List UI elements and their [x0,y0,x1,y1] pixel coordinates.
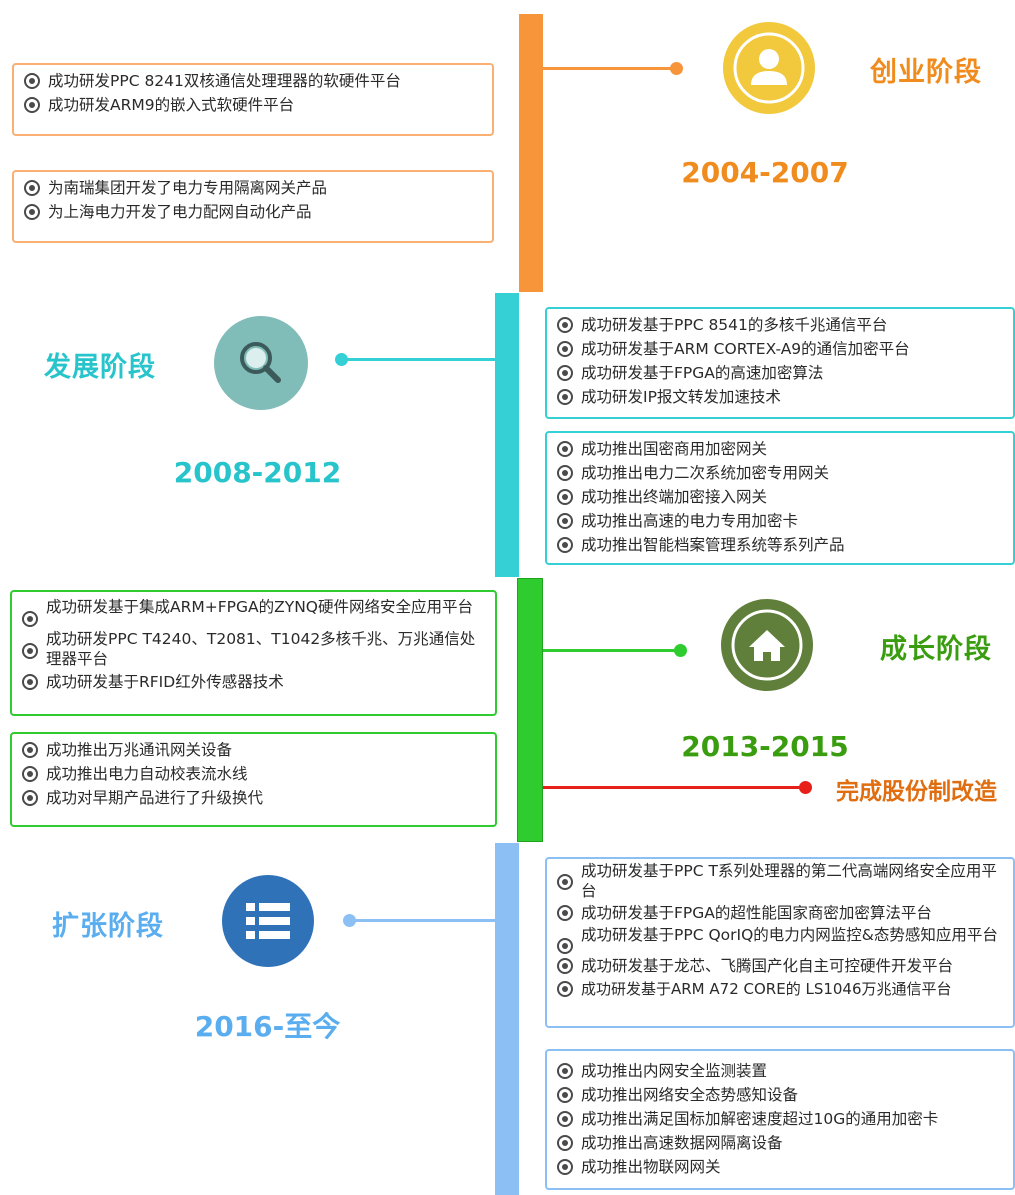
bullet-icon [557,341,573,357]
timeline-bar-2016-now [495,843,519,1195]
s1-product-box: 为南瑞集团开发了电力专用隔离网关产品 为上海电力开发了电力配网自动化产品 [12,170,494,243]
milestone-label: 完成股份制改造 [836,779,997,805]
list-icon [222,875,314,967]
bullet-icon [557,874,573,890]
list-item: 成功推出高速数据网隔离设备 [557,1132,1005,1154]
list-item: 成功研发PPC 8241双核通信处理理器的软硬件平台 [24,70,484,92]
s4-research-box: 成功研发基于PPC T系列处理器的第二代高端网络安全应用平台 成功研发基于FPG… [545,857,1015,1028]
timeline-bar-2013-2015 [517,578,543,842]
connector-line [350,919,495,922]
bullet-icon [557,981,573,997]
list-item: 成功研发基于集成ARM+FPGA的ZYNQ硬件网络安全应用平台 [22,597,487,627]
bullet-icon [557,958,573,974]
bullet-icon [557,441,573,457]
bullet-icon [22,611,38,627]
list-item: 成功研发基于龙芯、飞腾国产化自主可控硬件开发平台 [557,955,1005,977]
connector-line [342,358,495,361]
list-item: 成功推出物联网网关 [557,1156,1005,1178]
list-item: 成功推出终端加密接入网关 [557,486,1005,508]
list-item: 成功推出满足国标加解密速度超过10G的通用加密卡 [557,1108,1005,1130]
connector-dot [674,644,687,657]
list-item: 成功研发基于FPGA的超性能国家商密加密算法平台 [557,902,1005,924]
search-icon [214,316,308,410]
stage-title: 创业阶段 [870,57,982,88]
connector-dot [343,914,356,927]
stage-years: 2016-至今 [194,1010,341,1043]
bullet-icon [22,790,38,806]
bullet-icon [557,489,573,505]
list-item: 成功研发ARM9的嵌入式软硬件平台 [24,94,484,116]
list-item: 成功对早期产品进行了升级换代 [22,787,487,809]
bullet-icon [22,766,38,782]
bullet-icon [557,465,573,481]
connector-dot [670,62,683,75]
stage-years: 2013-2015 [681,730,849,763]
list-item: 成功研发IP报文转发加速技术 [557,386,1005,408]
bullet-icon [557,1063,573,1079]
list-item: 成功研发基于ARM A72 CORE的 LS1046万兆通信平台 [557,978,1005,1000]
list-item: 成功推出电力二次系统加密专用网关 [557,462,1005,484]
s2-research-box: 成功研发基于PPC 8541的多核千兆通信平台 成功研发基于ARM CORTEX… [545,307,1015,419]
bullet-icon [24,97,40,113]
list-item: 成功推出网络安全态势感知设备 [557,1084,1005,1106]
bullet-icon [557,513,573,529]
bullet-icon [557,1087,573,1103]
list-item: 成功研发基于FPGA的高速加密算法 [557,362,1005,384]
timeline-bar-2004-2007 [519,14,543,292]
bullet-icon [22,674,38,690]
list-item: 成功推出电力自动校表流水线 [22,763,487,785]
bullet-icon [557,1159,573,1175]
list-item: 成功研发PPC T4240、T2081、T1042多核千兆、万兆通信处理器平台 [22,629,487,669]
list-item: 成功推出国密商用加密网关 [557,438,1005,460]
list-item: 成功推出内网安全监测装置 [557,1060,1005,1082]
s1-research-box: 成功研发PPC 8241双核通信处理理器的软硬件平台 成功研发ARM9的嵌入式软… [12,63,494,136]
bullet-icon [557,1135,573,1151]
bullet-icon [557,537,573,553]
bullet-icon [24,204,40,220]
stage-title: 扩张阶段 [52,911,164,942]
connector-dot [335,353,348,366]
bullet-icon [557,1111,573,1127]
list-item: 成功研发基于PPC QorIQ的电力内网监控&态势感知应用平台 [557,925,1005,954]
stage-years: 2008-2012 [173,456,342,489]
connector-line [543,649,680,652]
bullet-icon [557,905,573,921]
bullet-icon [22,643,38,659]
s4-product-box: 成功推出内网安全监测装置 成功推出网络安全态势感知设备 成功推出满足国标加解密速… [545,1049,1015,1190]
list-item: 成功研发基于PPC T系列处理器的第二代高端网络安全应用平台 [557,861,1005,901]
list-item: 成功研发基于RFID红外传感器技术 [22,671,487,693]
connector-line [543,67,676,70]
list-item: 为上海电力开发了电力配网自动化产品 [24,201,484,223]
s2-product-box: 成功推出国密商用加密网关 成功推出电力二次系统加密专用网关 成功推出终端加密接入… [545,431,1015,565]
bullet-icon [22,742,38,758]
list-item: 成功推出智能档案管理系统等系列产品 [557,534,1005,556]
stage-years: 2004-2007 [681,156,849,189]
home-icon [721,599,813,691]
list-item: 成功推出万兆通讯网关设备 [22,739,487,761]
bullet-icon [24,73,40,89]
milestone-dot [799,781,812,794]
s3-product-box: 成功推出万兆通讯网关设备 成功推出电力自动校表流水线 成功对早期产品进行了升级换… [10,732,497,827]
list-item: 成功研发基于ARM CORTEX-A9的通信加密平台 [557,338,1005,360]
list-item: 成功研发基于PPC 8541的多核千兆通信平台 [557,314,1005,336]
timeline-bar-2008-2012 [495,293,519,577]
bullet-icon [557,317,573,333]
list-item: 成功推出高速的电力专用加密卡 [557,510,1005,532]
stage-title: 成长阶段 [880,634,992,665]
milestone-line [543,786,805,789]
bullet-icon [24,180,40,196]
user-icon [723,22,815,114]
stage-title: 发展阶段 [44,352,156,383]
bullet-icon [557,365,573,381]
bullet-icon [557,389,573,405]
bullet-icon [557,938,573,954]
s3-research-box: 成功研发基于集成ARM+FPGA的ZYNQ硬件网络安全应用平台 成功研发PPC … [10,590,497,716]
list-item: 为南瑞集团开发了电力专用隔离网关产品 [24,177,484,199]
